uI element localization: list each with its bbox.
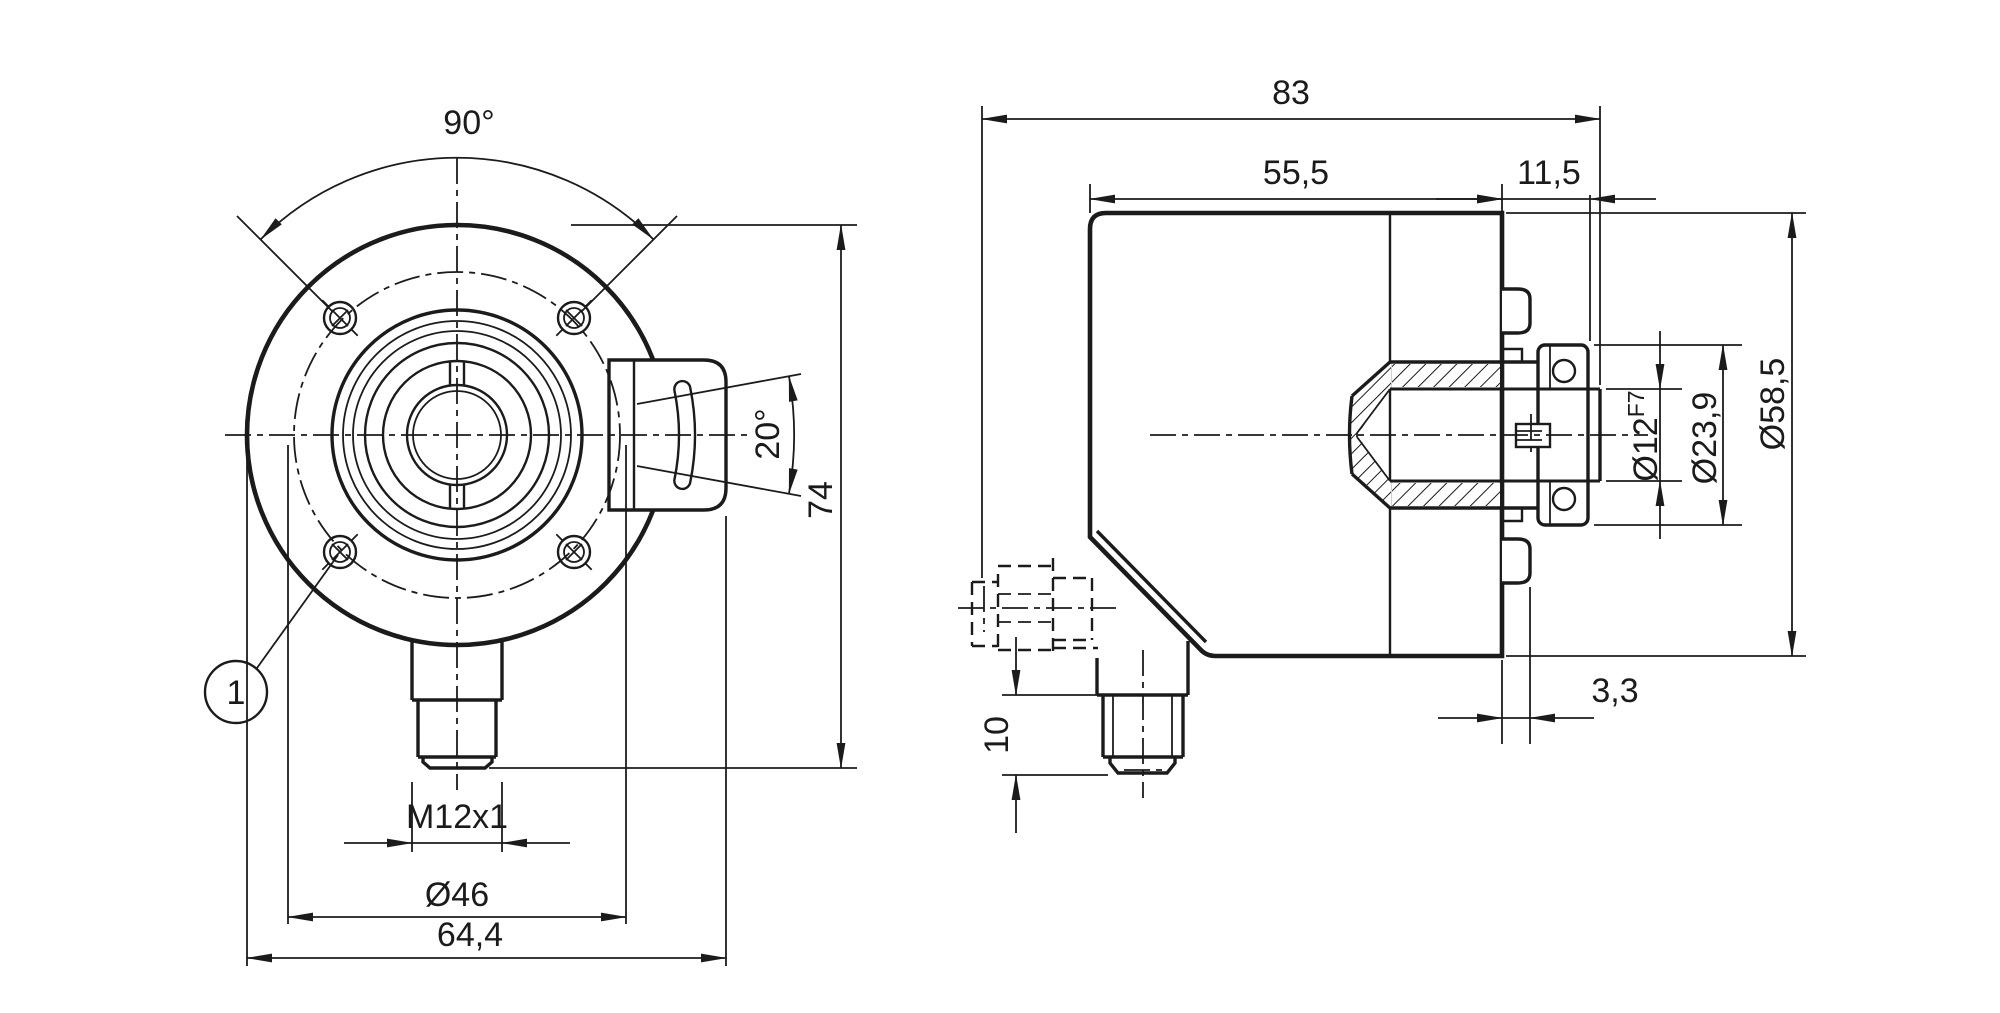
dim-shaft-dia: Ø12F7 bbox=[1606, 331, 1682, 539]
dim-74-label: 74 bbox=[802, 481, 840, 519]
dim-46: Ø46 bbox=[287, 445, 627, 924]
balloon-1-label: 1 bbox=[227, 674, 246, 712]
dim-90-label: 90° bbox=[443, 104, 494, 142]
keyway-marks bbox=[448, 361, 466, 509]
balloon-callout: 1 bbox=[203, 554, 339, 725]
dim-20-label: 20° bbox=[749, 408, 787, 459]
dim-23-9-label: Ø23,9 bbox=[1686, 392, 1724, 485]
dim-11-5-label: 11,5 bbox=[1517, 154, 1581, 192]
clamp-screw-bottom bbox=[1551, 486, 1577, 512]
dim-58-5-label: Ø58,5 bbox=[1754, 358, 1792, 451]
housing-body-outline bbox=[1087, 210, 1505, 659]
dim-10-label: 10 bbox=[978, 716, 1016, 754]
flange-tabs bbox=[1502, 287, 1532, 585]
dim-83: 83 bbox=[981, 74, 1601, 578]
dim-20deg: 20° bbox=[636, 373, 802, 497]
dim-64-4: 64,4 bbox=[246, 430, 727, 966]
dim-90deg: 90° bbox=[236, 104, 678, 313]
dim-11-5: 11,5 bbox=[1436, 154, 1656, 341]
dim-10: 10 bbox=[978, 637, 1108, 833]
dim-m12x1: M12x1 bbox=[344, 782, 570, 852]
dim-55-5-label: 55,5 bbox=[1263, 154, 1329, 192]
dim-housing-dia: Ø58,5 bbox=[1506, 212, 1806, 657]
shaft-clamp-ring bbox=[1514, 343, 1590, 527]
dim-83-label: 83 bbox=[1272, 74, 1310, 112]
dim-bolt-circle-label: Ø46 bbox=[425, 876, 489, 914]
dim-74: 74 bbox=[489, 224, 857, 769]
dim-3-3: 3,3 bbox=[1438, 587, 1639, 744]
front-view: 1 90° 20° 74 M bbox=[203, 104, 857, 966]
dim-shaft-dia-label: Ø12 bbox=[1627, 417, 1665, 481]
shaft-tolerance-label: F7 bbox=[1623, 390, 1649, 417]
hollow-shaft-sleeve bbox=[1347, 360, 1602, 510]
clamp-screw-top bbox=[1551, 358, 1577, 384]
side-view: 83 55,5 11,5 Ø12F7 bbox=[958, 74, 1806, 833]
dim-55-5: 55,5 bbox=[1089, 154, 1503, 213]
shaft-section-hatching bbox=[1349, 363, 1500, 507]
dim-overall-width-label: 64,4 bbox=[437, 916, 503, 954]
m12-connector-front bbox=[410, 641, 504, 770]
screw-bottom-right bbox=[555, 533, 593, 571]
fixing-screws bbox=[321, 299, 593, 571]
m12-connector-alt-dashed bbox=[970, 558, 1098, 658]
chamfer-face-line bbox=[1095, 529, 1208, 644]
thread-size-label: M12x1 bbox=[406, 798, 508, 836]
front-centerlines bbox=[225, 158, 748, 790]
screw-bottom-left bbox=[321, 533, 359, 571]
dim-3-3-label: 3,3 bbox=[1591, 672, 1638, 710]
svg-text:Ø12F7: Ø12F7 bbox=[1623, 390, 1665, 481]
dim-clamp-dia: Ø23,9 bbox=[1594, 344, 1742, 526]
side-centerlines bbox=[958, 414, 1648, 798]
screw-top-left bbox=[321, 299, 359, 337]
